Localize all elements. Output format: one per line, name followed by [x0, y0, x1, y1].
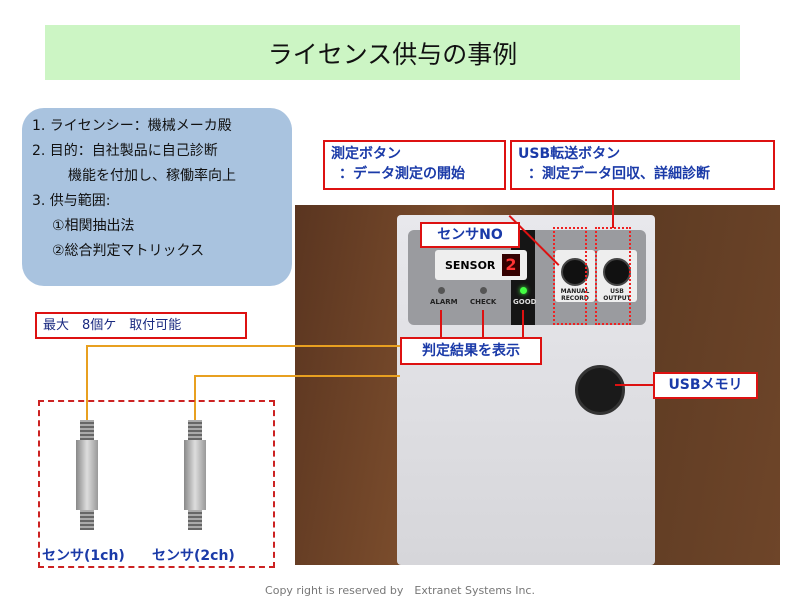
sensor-digit: 2	[502, 254, 520, 276]
sensor-1-label: センサ(1ch)	[42, 545, 125, 565]
sensor-2-label: センサ(2ch)	[152, 545, 235, 565]
info-line: 3. 供与範囲:	[32, 193, 111, 209]
usb-memory-callout: USBメモリ	[653, 372, 758, 399]
manual-highlight	[553, 227, 587, 325]
pointer-line	[482, 310, 484, 338]
usb-button-callout: USB転送ボタン ：測定データ回収、詳細診断	[510, 140, 775, 190]
callout-desc: ：データ測定の開始	[339, 166, 465, 182]
usb-highlight	[595, 227, 631, 325]
info-box: 1. ライセンシー：機械メーカ殿 2. 目的：自社製品に自己診断 機能を付加し、…	[22, 108, 292, 286]
result-callout: 判定結果を表示	[400, 337, 542, 365]
cable-line	[86, 345, 88, 420]
alarm-label: ALARM	[430, 298, 458, 306]
good-led	[520, 287, 527, 294]
sensor-2-image	[184, 420, 206, 530]
usb-port-cap	[575, 365, 625, 415]
check-label: CHECK	[470, 298, 497, 306]
sensor-no-callout: センサNO	[420, 222, 520, 248]
info-line: 機能を付加し、稼働率向上	[68, 168, 236, 184]
slide-title: ライセンス供与の事例	[45, 25, 740, 80]
sensors-box	[38, 400, 275, 568]
callout-title: 測定ボタン	[331, 146, 401, 162]
alarm-led	[438, 287, 445, 294]
pointer-line	[615, 384, 655, 386]
pointer-line	[522, 310, 524, 338]
sensor-1-image	[76, 420, 98, 530]
max-sensors-callout: 最大 8個ケ 取付可能	[35, 312, 247, 339]
cable-line	[86, 345, 400, 347]
info-line: ①相関抽出法	[52, 218, 135, 234]
cable-line	[194, 375, 400, 377]
manual-record-button[interactable]	[561, 258, 589, 286]
manual-record-label: MANUAL RECORD	[560, 288, 590, 302]
check-led	[480, 287, 487, 294]
good-label: GOOD	[513, 298, 537, 306]
pointer-line	[612, 190, 614, 228]
callout-title: USB転送ボタン	[518, 146, 621, 162]
info-line: 1. ライセンシー：機械メーカ殿	[32, 118, 232, 134]
usb-output-label: USB OUTPUT	[603, 288, 631, 302]
measure-button-callout: 測定ボタン ：データ測定の開始	[323, 140, 506, 190]
cable-line	[194, 375, 196, 420]
info-line: 2. 目的：自社製品に自己診断	[32, 143, 218, 159]
pointer-line	[440, 310, 442, 338]
info-line: ②総合判定マトリックス	[52, 243, 205, 259]
copyright: Copy right is reserved by Extranet Syste…	[265, 584, 535, 597]
callout-desc: ：測定データ回収、詳細診断	[528, 166, 710, 182]
